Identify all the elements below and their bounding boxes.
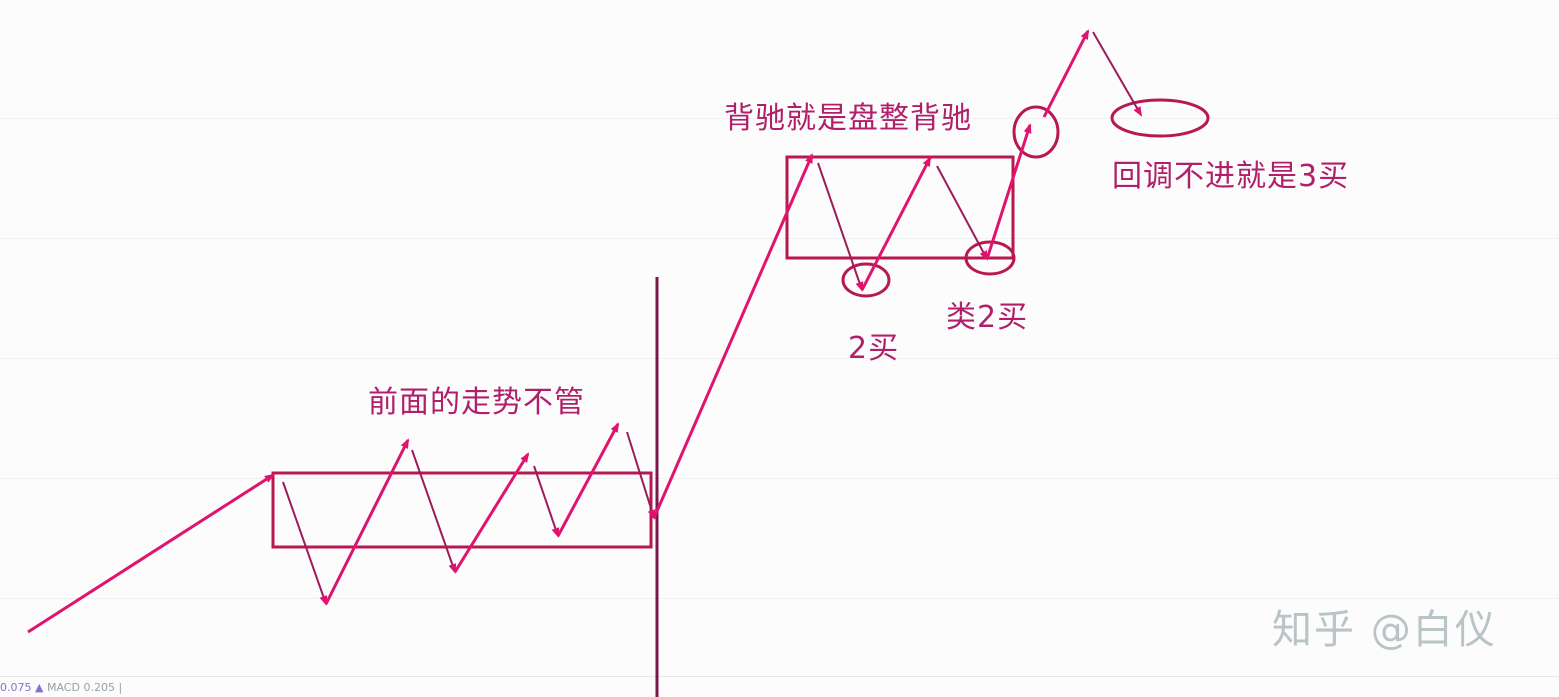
upper-consolidation-box xyxy=(785,155,1015,260)
trend-segment-arrow xyxy=(533,465,560,538)
breakout-circle xyxy=(1012,105,1060,159)
trend-segment-arrow xyxy=(936,165,988,261)
trend-segment-arrow xyxy=(860,156,932,291)
indicator-name: MACD xyxy=(46,681,80,694)
label-ignore-prior-trend: 前面的走势不管 xyxy=(368,385,585,420)
pullback-circle xyxy=(1110,98,1210,138)
trend-segment-arrow xyxy=(411,449,457,574)
trend-segment-arrow xyxy=(453,452,530,573)
lower-consolidation-box xyxy=(271,471,653,549)
triangle-up-icon: ▲ xyxy=(35,681,44,694)
grid-line xyxy=(0,598,1559,599)
label-third-buy: 回调不进就是3买 xyxy=(1112,159,1350,194)
indicator-value-b: 0.205 xyxy=(83,681,115,694)
grid-line xyxy=(0,238,1559,239)
second-buy-circle xyxy=(841,262,891,298)
trend-segment-arrow xyxy=(1092,31,1143,117)
grid-line xyxy=(0,118,1559,119)
trend-segment-arrow xyxy=(27,473,275,634)
status-divider xyxy=(0,676,1559,677)
quasi-second-buy-circle xyxy=(964,240,1016,276)
grid-line xyxy=(0,478,1559,479)
trend-segment-arrow xyxy=(556,422,620,537)
indicator-value-a: 0.075 xyxy=(0,681,32,694)
trend-segment-arrow xyxy=(1042,29,1090,118)
label-second-buy: 2买 xyxy=(848,331,900,366)
trend-segment-arrow xyxy=(324,438,410,605)
watermark-text: 知乎 @白仪 xyxy=(1272,607,1497,653)
label-consolidation-divergence: 背驰就是盘整背驰 xyxy=(724,101,972,136)
label-quasi-second-buy: 类2买 xyxy=(946,300,1029,335)
trend-segment-arrow xyxy=(652,153,814,519)
trend-segment-arrow xyxy=(985,123,1032,260)
grid-line xyxy=(0,358,1559,359)
trend-segment-arrow xyxy=(817,162,864,292)
cursor-tick: | xyxy=(118,681,123,694)
trend-segment-arrow xyxy=(626,431,656,520)
trend-segment-arrow xyxy=(282,481,328,606)
indicator-status-bar: 0.075 ▲ MACD 0.205 | xyxy=(0,682,122,693)
